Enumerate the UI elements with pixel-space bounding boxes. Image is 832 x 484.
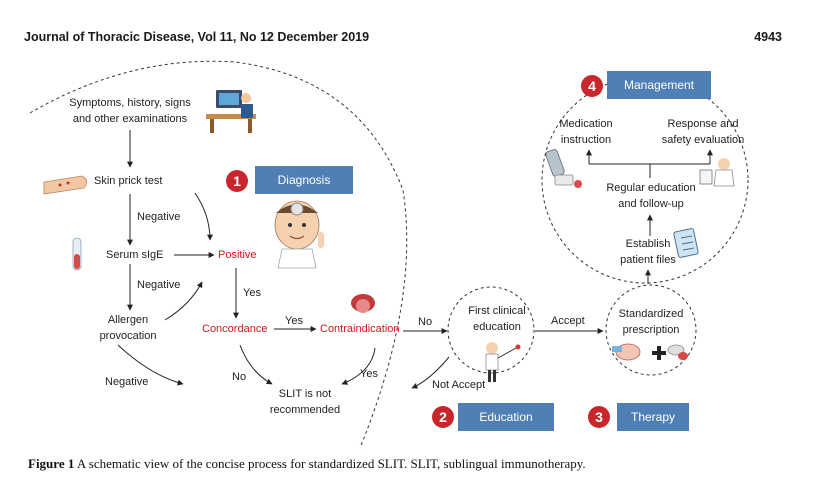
yes-label-3: Yes <box>360 368 378 380</box>
clipboard-illustration <box>673 228 699 258</box>
no-label-2: No <box>418 316 433 328</box>
concordance-text: Concordance <box>202 323 268 335</box>
accept-label: Accept <box>551 315 585 327</box>
arm-illustration <box>43 175 87 195</box>
allergen-text: Allergen provocation <box>100 312 157 344</box>
symptoms-line-2: and other examinations <box>72 113 188 125</box>
arrow-concordance-slit <box>239 344 273 385</box>
arrow-skin-positive <box>194 192 213 241</box>
regular-line-1: Regular education <box>606 182 696 194</box>
figure-caption: Figure 1 A schematic view of the concise… <box>28 456 586 472</box>
medication-text: Medication instruction <box>559 116 612 148</box>
caption-label: Figure 1 <box>28 456 75 471</box>
medication-line-2: instruction <box>560 134 612 146</box>
arrow-not-accept <box>411 356 450 389</box>
slit-not-recommended-text: SLIT is not recommended <box>270 386 340 418</box>
allergen-line-1: Allergen <box>107 314 149 326</box>
response-line-2: safety evaluation <box>661 134 745 146</box>
negative-label-1: Negative <box>137 211 181 223</box>
diagnosis-box: Diagnosis <box>255 166 353 194</box>
medication-line-1: Medication <box>559 118 613 130</box>
serum-text: Serum sIgE <box>106 249 164 261</box>
negative-label-2: Negative <box>137 279 181 291</box>
establish-line-1: Establish <box>625 238 671 250</box>
establish-line-2: patient files <box>620 254 676 266</box>
evaluator-illustration <box>699 158 735 187</box>
standardized-text: Standardized prescription <box>619 306 684 338</box>
symptoms-line-1: Symptoms, history, signs <box>69 97 191 109</box>
no-label-1: No <box>232 371 247 383</box>
response-line-1: Response and <box>667 118 739 130</box>
stage-number-1: 1 <box>226 170 248 192</box>
regular-education-text: Regular education and follow-up <box>606 180 695 212</box>
symptoms-text: Symptoms, history, signs and other exami… <box>69 95 190 127</box>
journal-header: Journal of Thoracic Disease, Vol 11, No … <box>24 30 370 44</box>
regular-line-2: and follow-up <box>618 198 684 210</box>
contraindication-text: Contraindication <box>320 323 400 335</box>
therapy-box: Therapy <box>617 403 689 431</box>
test-tube-illustration <box>72 237 82 271</box>
stage-number-2: 2 <box>432 406 454 428</box>
management-box: Management <box>607 71 711 99</box>
first-clinical-line-2: education <box>473 321 521 333</box>
tongue-illustration <box>351 294 375 313</box>
yes-label-2: Yes <box>285 315 303 327</box>
educator-illustration <box>485 342 521 382</box>
establish-text: Establish patient files <box>620 236 676 268</box>
medication-illustration <box>545 149 582 188</box>
arrow-allergen-positive <box>164 281 203 321</box>
doctor-computer-illustration <box>206 90 256 133</box>
allergen-line-2: provocation <box>99 330 157 342</box>
caption-text: A schematic view of the concise process … <box>74 456 586 471</box>
response-text: Response and safety evaluation <box>662 116 745 148</box>
negative-label-3: Negative <box>105 376 149 388</box>
stage-number-4: 4 <box>581 75 603 97</box>
arrow-allergen-slit <box>117 344 184 386</box>
positive-text: Positive <box>218 249 257 261</box>
education-box: Education <box>458 403 554 431</box>
therapy-illustration <box>612 343 688 361</box>
arrow-contra-slit <box>341 347 376 385</box>
not-accept-label: Not Accept <box>432 379 486 391</box>
skin-prick-text: Skin prick test <box>94 175 163 187</box>
first-clinical-text: First clinical education <box>468 303 525 335</box>
first-clinical-line-1: First clinical <box>468 305 526 317</box>
standardized-line-1: Standardized <box>618 308 684 320</box>
doctor-face-illustration <box>274 200 324 269</box>
management-circle <box>541 76 749 284</box>
therapy-circle <box>605 284 697 376</box>
slit-line-2: recommended <box>269 404 341 416</box>
page-number: 4943 <box>754 30 782 44</box>
yes-label-1: Yes <box>243 287 261 299</box>
standardized-line-2: prescription <box>622 324 680 336</box>
diagnosis-boundary <box>29 60 408 449</box>
stage-number-3: 3 <box>588 406 610 428</box>
slit-line-1: SLIT is not <box>278 388 332 400</box>
